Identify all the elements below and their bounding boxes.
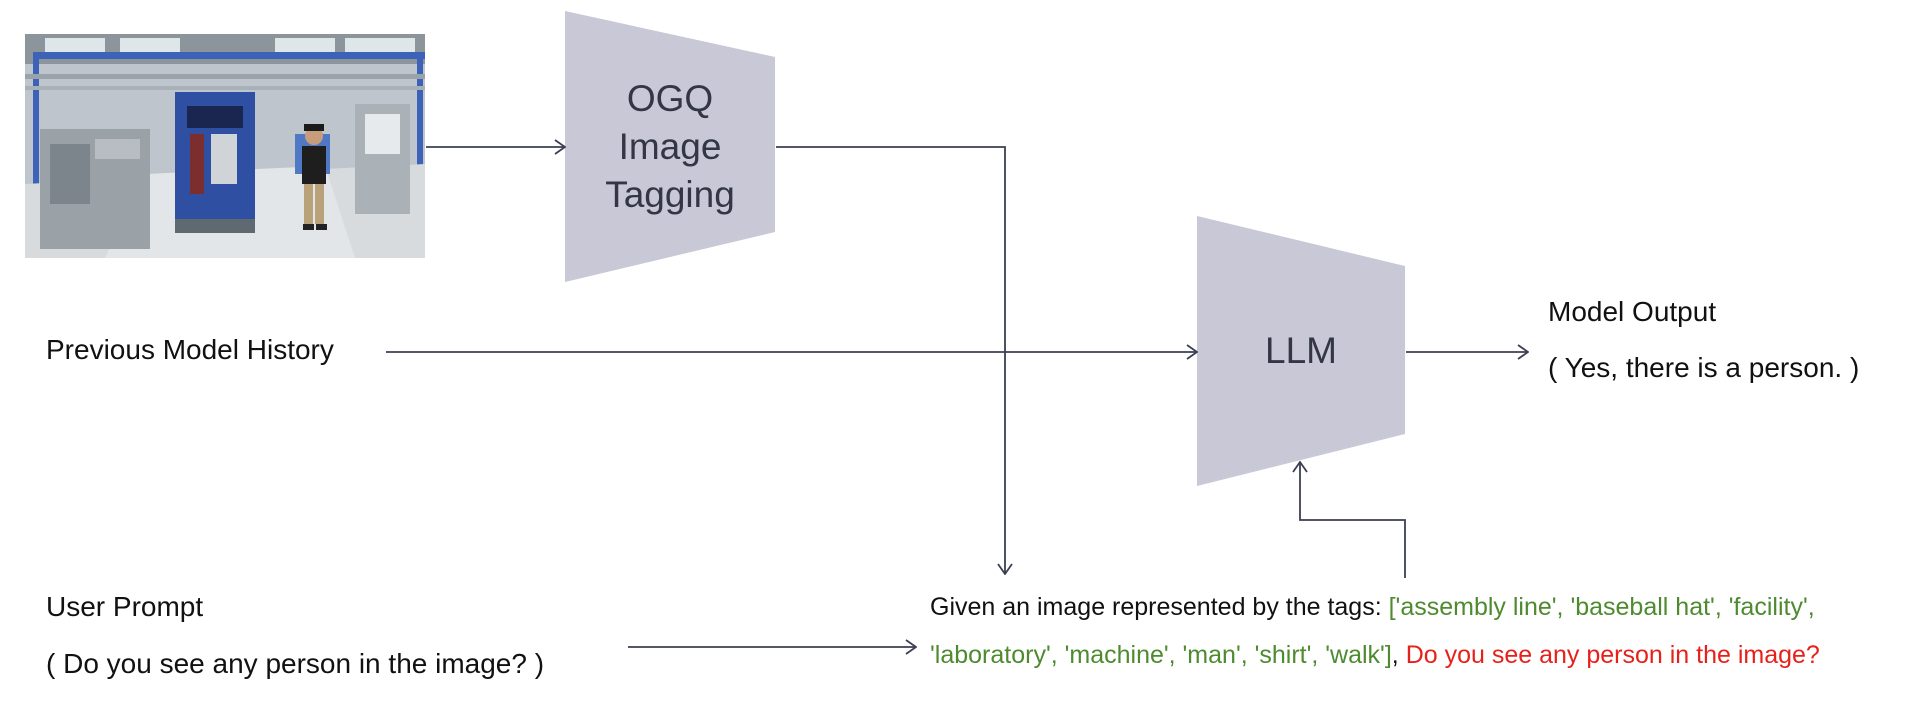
llm-block-label: LLM [1197, 327, 1405, 375]
user-prompt-title: User Prompt [46, 591, 203, 623]
prompt-question: Do you see any person in the image? [1406, 641, 1820, 669]
tagging-label-line3: Tagging [565, 171, 775, 219]
user-prompt-text: ( Do you see any person in the image? ) [46, 648, 544, 680]
prompt-separator: , [1392, 641, 1406, 669]
arrow-prompt-to-llm [1300, 462, 1405, 578]
composed-prompt: Given an image represented by the tags: … [930, 583, 1890, 679]
prompt-prefix: Given an image represented by the tags: [930, 593, 1389, 621]
model-output-title: Model Output [1548, 296, 1716, 328]
tagging-label-line2: Image [565, 123, 775, 171]
arrow-tagging-to-prompt [776, 147, 1005, 574]
tagging-label-line1: OGQ [565, 75, 775, 123]
history-label: Previous Model History [46, 334, 334, 366]
tagging-block-label: OGQ Image Tagging [565, 75, 775, 219]
model-output-text: ( Yes, there is a person. ) [1548, 352, 1859, 384]
